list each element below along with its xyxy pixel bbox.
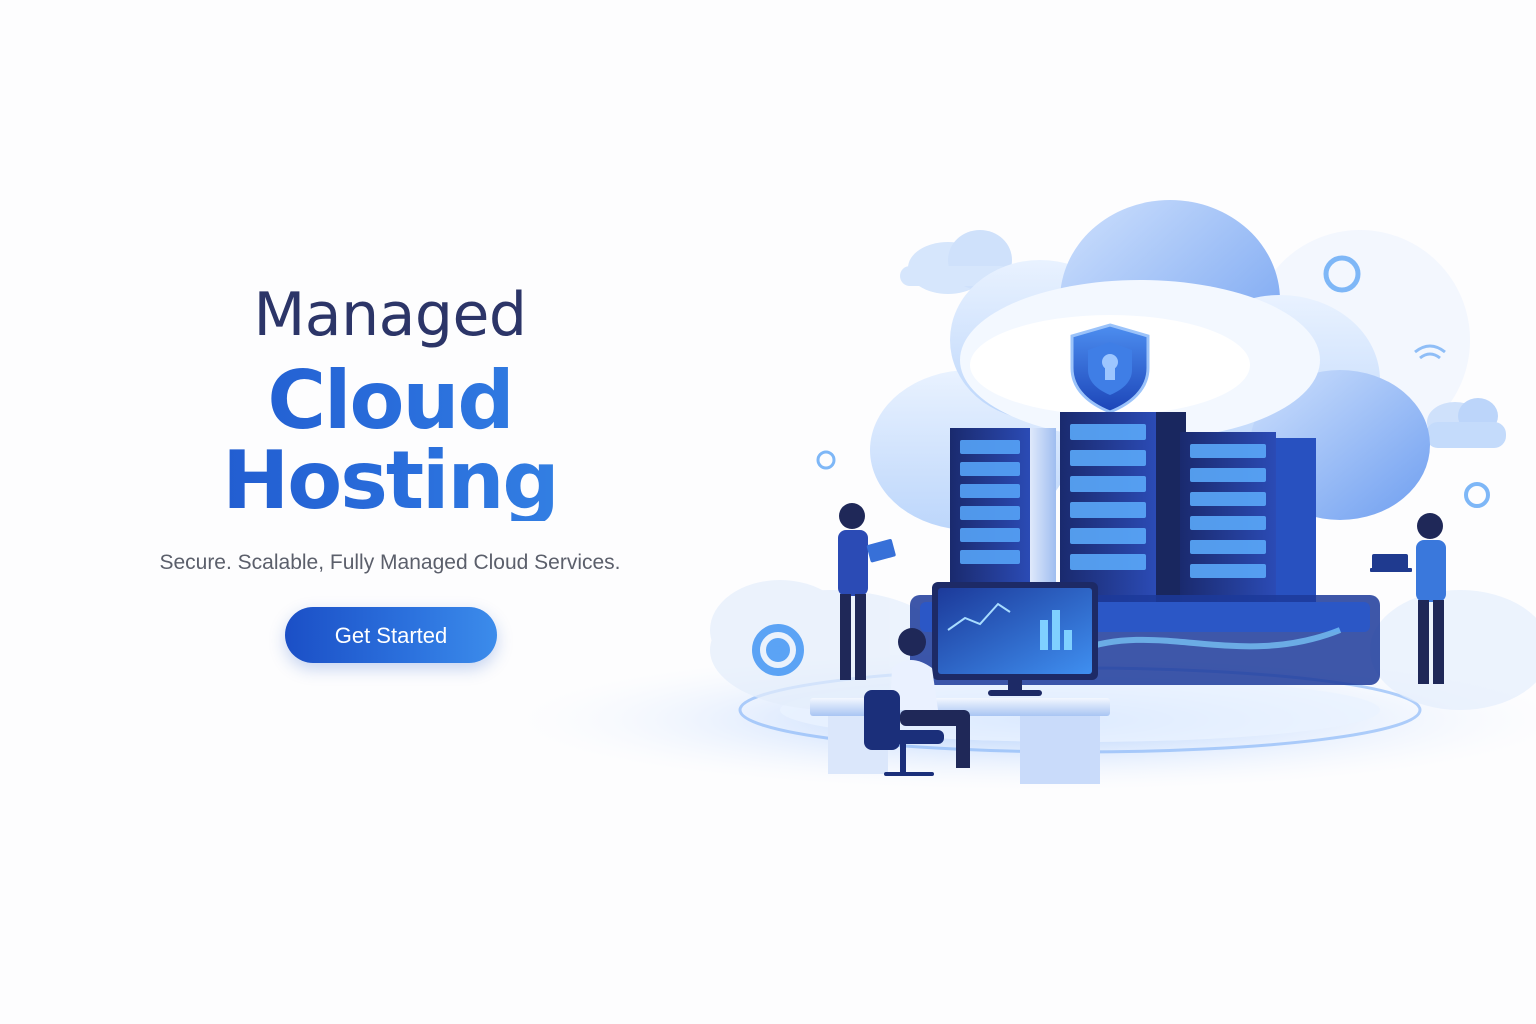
cloud-datacenter-illustration (520, 200, 1536, 790)
wifi-icon (1414, 344, 1446, 360)
person-with-laptop (1370, 513, 1446, 684)
cloud-small-left (900, 230, 1012, 294)
person-at-desk (890, 628, 970, 768)
server-rack-right (1180, 432, 1316, 612)
monitor (932, 582, 1098, 696)
gear-icon (1464, 482, 1490, 508)
server-rack-center (1060, 412, 1186, 628)
gear-icon (816, 450, 836, 470)
shield-icon (1070, 323, 1150, 414)
data-wave (1078, 627, 1342, 653)
get-started-button[interactable]: Get Started (285, 607, 497, 663)
person-with-tablet (838, 503, 896, 680)
hero-section: Managed Cloud Hosting Secure. Scalable, … (90, 285, 690, 663)
hero-title-line1: Managed (253, 280, 527, 350)
cloud-small-right (1426, 398, 1506, 448)
hero-subtitle: Secure. Scalable, Fully Managed Cloud Se… (159, 551, 621, 574)
hero-title-line2: Cloud Hosting (90, 361, 690, 521)
gear-icon (1323, 255, 1361, 293)
gear-icon (752, 624, 804, 676)
office-chair (864, 690, 944, 776)
